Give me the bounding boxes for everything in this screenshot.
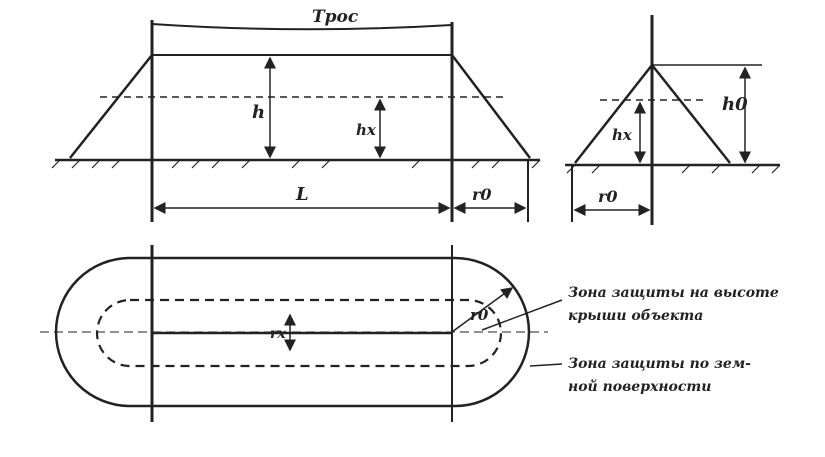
ground-zone-note-line2: ной поверхности bbox=[568, 378, 711, 395]
hx-label: hx bbox=[356, 121, 377, 139]
rx-label: rx bbox=[270, 326, 286, 342]
h0-label: h0 bbox=[722, 94, 748, 115]
roof-protection-zone bbox=[95, 298, 503, 368]
L-label: L bbox=[295, 184, 309, 205]
r0-label-plan: r0 bbox=[470, 306, 489, 324]
right-zone-boundary bbox=[451, 54, 531, 159]
r0-label: r0 bbox=[472, 185, 492, 204]
cable-label: Трос bbox=[312, 7, 359, 27]
ground-zone-note-line1: Зона защиты по зем- bbox=[568, 356, 751, 372]
h-label: h bbox=[252, 102, 265, 123]
hx-label-end: hx bbox=[612, 126, 633, 144]
side-view bbox=[51, 20, 541, 222]
left-zone-boundary bbox=[69, 54, 153, 159]
cable bbox=[151, 23, 453, 31]
roof-zone-leader bbox=[481, 299, 563, 331]
r0-radius bbox=[451, 287, 514, 333]
end-view bbox=[565, 15, 781, 225]
ground-protection-zone bbox=[54, 256, 531, 408]
plan-view bbox=[40, 245, 563, 422]
ground-zone-leader bbox=[529, 363, 563, 367]
roof-zone-note-line1: Зона защиты на высоте bbox=[568, 285, 779, 301]
r0-label-end: r0 bbox=[598, 187, 618, 206]
roof-zone-note-line2: крыши объекта bbox=[568, 308, 703, 324]
